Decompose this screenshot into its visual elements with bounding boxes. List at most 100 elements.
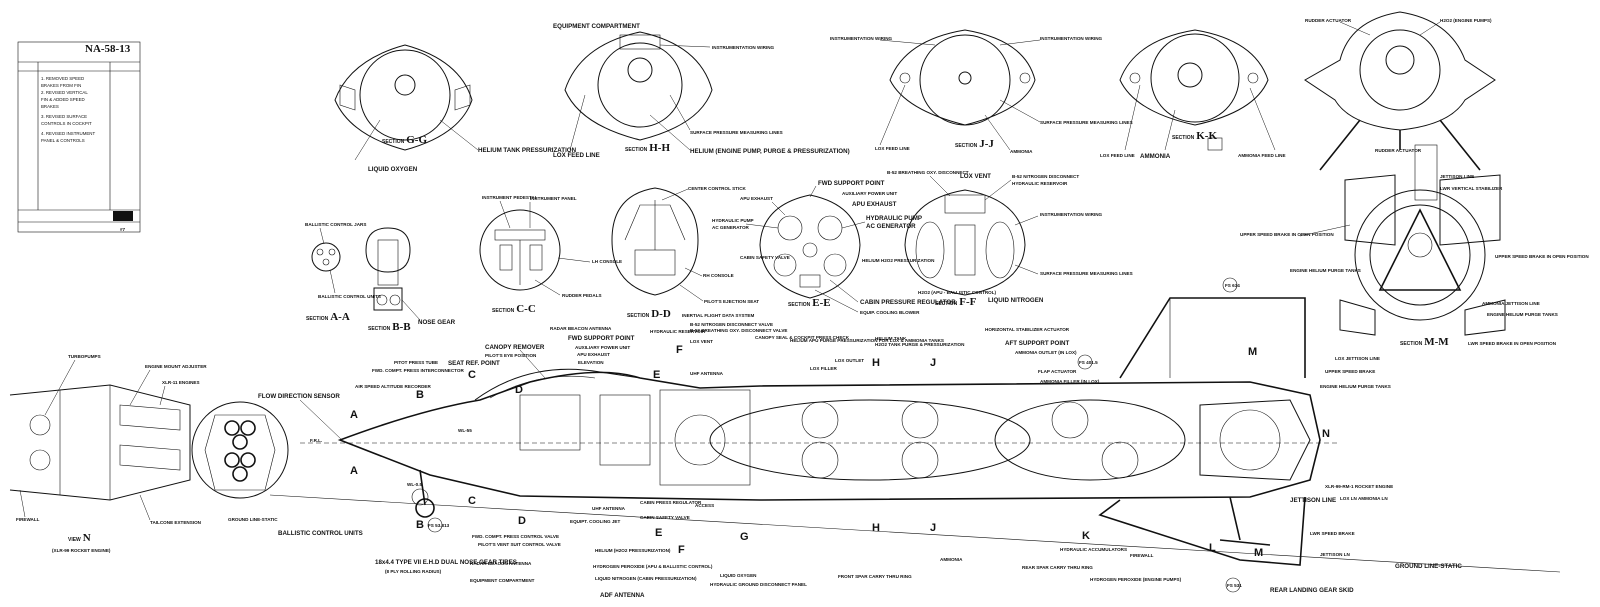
svg-text:FS 401.5: FS 401.5 bbox=[1079, 360, 1098, 365]
view-n-engine: TURBOPUMPS ENGINE MOUNT ADJUSTER XLR-11 … bbox=[9, 354, 289, 553]
sheet-number: #7 bbox=[120, 227, 126, 232]
svg-text:G: G bbox=[740, 531, 749, 543]
callout-radar-beacon-antenna-bottom: RADAR BEACON ANTENNA bbox=[470, 561, 532, 566]
callout-liquid-oxygen: LIQUID OXYGEN bbox=[368, 166, 418, 173]
title-block: NA-58-13 1. REMOVED SPEED BRAKES FROM FI… bbox=[17, 41, 141, 233]
svg-text:FIN & ADDED SPEED: FIN & ADDED SPEED bbox=[41, 97, 85, 102]
callout-radar-beacon-antenna-top: RADAR BEACON ANTENNA bbox=[550, 326, 612, 331]
callout-apu-ee: AUXILIARY POWER UNIT bbox=[842, 191, 897, 196]
callout-jettison-line-side: JETTISON LINE bbox=[1290, 497, 1336, 504]
callout-engine-helium-purge-left: ENGINE HELIUM PURGE TANKS bbox=[1290, 268, 1361, 273]
callout-lox-vent-side: LOX VENT bbox=[690, 339, 713, 344]
svg-text:J: J bbox=[930, 357, 936, 369]
callout-ammonia-kk: AMMONIA bbox=[1140, 153, 1171, 160]
callout-inertial-flight-data: INERTIAL FLIGHT DATA SYSTEM bbox=[682, 313, 754, 318]
callout-cabin-safety-valve-side: CABIN SAFETY VALVE bbox=[640, 515, 690, 520]
svg-text:1. REMOVED SPEED: 1. REMOVED SPEED bbox=[41, 76, 84, 81]
callout-adf-antenna: ADF ANTENNA bbox=[600, 592, 645, 599]
callout-fwd-compt-press-valve: FWD. COMPT. PRESS CONTROL VALVE bbox=[472, 534, 559, 539]
callout-firewall-side: FIREWALL bbox=[1130, 553, 1154, 558]
callout-hydraulic-pump-right: HYDRAULIC PUMP bbox=[866, 215, 922, 222]
callout-h2o2-engine-pumps: H2O2 (ENGINE PUMPS) bbox=[1440, 18, 1492, 23]
callout-b52-breathing-side: B-52 BREATHING OXY. DISCONNECT VALVE bbox=[690, 328, 788, 333]
svg-text:F: F bbox=[676, 344, 683, 356]
svg-text:B: B bbox=[416, 519, 424, 531]
side-view-upper-left-callouts: FLOW DIRECTION SENSOR AIR SPEED ALTITUDE… bbox=[258, 313, 850, 441]
callout-nose-gear-tires: 18x4.4 TYPE VII E.H.D DUAL NOSE GEAR TIR… bbox=[375, 559, 517, 566]
svg-text:L: L bbox=[1209, 542, 1216, 554]
callout-hydraulic-pump-left: HYDRAULIC PUMP bbox=[712, 218, 754, 223]
side-view-upper-mid-callouts: HELIUM TANK H2O2 TANK PURGE & PRESSURIZA… bbox=[790, 327, 1100, 384]
wl-label: WL-55 bbox=[458, 428, 472, 433]
callout-lox-ln-ammonia-ln: LOX LN AMMONIA LN bbox=[1340, 496, 1388, 501]
callout-horizontal-stabilizer-actuator: HORIZONTAL STABILIZER ACTUATOR bbox=[985, 327, 1070, 332]
svg-text:3. REVISED SURFACE: 3. REVISED SURFACE bbox=[41, 114, 87, 119]
callout-ballistic-control-units-side: BALLISTIC CONTROL UNITS bbox=[278, 530, 363, 537]
callout-jettison-ln: JETTISON LN bbox=[1320, 552, 1351, 557]
callout-flow-direction-sensor: FLOW DIRECTION SENSOR bbox=[258, 393, 340, 400]
callout-equipment-compartment-side: EQUIPMENT COMPARTMENT bbox=[470, 578, 535, 583]
station-markers: FS 634 FS 401.5 FS 53.813 FS 531 F.R.L. … bbox=[310, 277, 1242, 593]
callout-equipment-compartment: EQUIPMENT COMPARTMENT bbox=[553, 23, 640, 30]
drawing-number: NA-58-13 bbox=[85, 43, 131, 55]
callout-apu-exhaust-left: APU EXHAUST bbox=[740, 196, 773, 201]
callout-surface-pressure-hh: SURFACE PRESSURE MEASURING LINES bbox=[690, 130, 783, 135]
callout-lwr-vertical-stabilizer: LWR VERTICAL STABILIZER bbox=[1440, 186, 1503, 191]
callout-engine-mount-adjuster: ENGINE MOUNT ADJUSTER bbox=[145, 364, 207, 369]
callout-b52-breathing-oxy: B-52 BREATHING OXY. DISCONNECT bbox=[887, 170, 969, 175]
callout-fwd-compt-press-interconnector: FWD. COMPT. PRESS INTERCONNECTOR bbox=[372, 368, 464, 373]
callout-surface-pressure-ff: SURFACE PRESSURE MEASURING LINES bbox=[1040, 271, 1133, 276]
svg-text:FS 53.813: FS 53.813 bbox=[428, 523, 450, 528]
callout-ammonia-feed-line: AMMONIA FEED LINE bbox=[1238, 153, 1286, 158]
svg-text:C: C bbox=[468, 495, 476, 507]
callout-upper-speed-brake-right: UPPER SPEED BRAKE IN OPEN POSITION bbox=[1495, 254, 1589, 259]
frl-label: F.R.L. bbox=[310, 438, 322, 443]
callout-pilots-eye-position: PILOT'S EYE POSITION bbox=[485, 353, 537, 358]
side-view-lower-callouts: GROUND LINE-STATIC BALLISTIC CONTROL UNI… bbox=[228, 500, 1182, 599]
svg-text:2. REVISED VERTICAL: 2. REVISED VERTICAL bbox=[41, 90, 88, 95]
section-f-f: B-52 BREATHING OXY. DISCONNECT LOX VENT … bbox=[887, 170, 1133, 308]
callout-lox-feed-line-jj: LOX FEED LINE bbox=[875, 146, 910, 151]
callout-rh-console: RH CONSOLE bbox=[703, 273, 734, 278]
svg-text:B: B bbox=[416, 389, 424, 401]
svg-text:M: M bbox=[1248, 346, 1257, 358]
callout-lwr-speed-brake: LWR SPEED BRAKE bbox=[1310, 531, 1355, 536]
callout-ammonia-side: AMMONIA bbox=[940, 557, 963, 562]
svg-text:K: K bbox=[1082, 530, 1090, 542]
callout-xlr99-rocket-engine: XLR-99-RM-1 ROCKET ENGINE bbox=[1325, 484, 1393, 489]
callout-rudder-pedals: RUDDER PEDALS bbox=[562, 293, 602, 298]
callout-rear-spar-carry-thru: REAR SPAR CARRY THRU RING bbox=[1022, 565, 1093, 570]
callout-tailcone-extension: TAILCONE EXTENSION bbox=[150, 520, 202, 525]
callout-instrument-pedestal: INSTRUMENT PEDESTAL bbox=[482, 195, 538, 200]
callout-lox-outlet: LOX OUTLET bbox=[835, 358, 864, 363]
callout-ammonia-filler: AMMONIA FILLER (IN LOX) bbox=[1040, 379, 1100, 384]
svg-text:FS 634: FS 634 bbox=[1225, 283, 1240, 288]
callout-air-speed-recorder: AIR SPEED ALTITUDE RECORDER bbox=[355, 384, 431, 389]
svg-text:F: F bbox=[678, 544, 685, 556]
svg-text:C: C bbox=[468, 369, 476, 381]
callout-ground-line-static-right: GROUND LINE-STATIC bbox=[1395, 563, 1462, 570]
callout-elevation: ELEVATION bbox=[578, 360, 604, 365]
title-block-notes: 1. REMOVED SPEED BRAKES FROM FIN 2. REVI… bbox=[41, 76, 95, 143]
callout-instrumentation-wiring-ff: INSTRUMENTATION WIRING bbox=[1040, 212, 1103, 217]
callout-ballistic-control-jars: BALLISTIC CONTROL JARS bbox=[305, 222, 366, 227]
callout-lox-jettison-line: LOX JETTISON LINE bbox=[1335, 356, 1380, 361]
callout-h2o2-tank-purge: H2O2 TANK PURGE & PRESSURIZATION bbox=[875, 342, 965, 347]
callout-ammonia-outlet: AMMONIA OUTLET (IN LOX) bbox=[1015, 350, 1077, 355]
callout-lwr-speed-brake-open: LWR SPEED BRAKE IN OPEN POSITION bbox=[1468, 341, 1557, 346]
callout-lox-feed-line-hh: LOX FEED LINE bbox=[553, 152, 600, 159]
svg-text:N: N bbox=[1322, 428, 1330, 440]
svg-text:D: D bbox=[518, 515, 526, 527]
svg-text:BRAKES: BRAKES bbox=[41, 104, 59, 109]
